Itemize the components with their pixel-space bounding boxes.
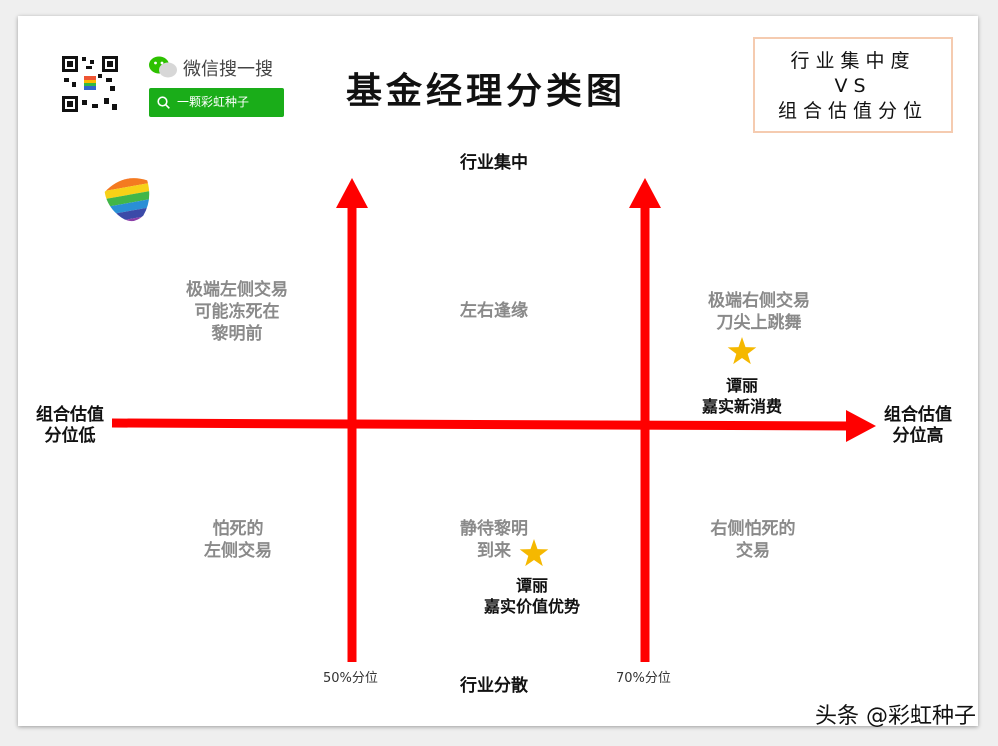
star-icon	[727, 337, 757, 365]
box-line-3: 组合估值分位	[777, 100, 928, 122]
quadrant-top-center: 左右逢缘	[444, 300, 544, 322]
quadrant-top-left: 极端左侧交易 可能冻死在 黎明前	[167, 279, 307, 345]
quad-bc-line-2: 到来	[477, 541, 511, 561]
manager-label-bottom-center: 谭丽 嘉实价值优势	[472, 575, 592, 617]
quadrant-top-right: 极端右侧交易 刀尖上跳舞	[689, 290, 829, 334]
quad-tr-line-1: 极端右侧交易	[708, 291, 810, 311]
wechat-search-box[interactable]: 一颗彩虹种子	[149, 88, 284, 117]
quad-tl-line-2: 可能冻死在	[194, 302, 280, 322]
quad-bc-line-1: 静待黎明	[460, 519, 528, 539]
y-axis-50-arrowhead	[336, 178, 368, 208]
watermark-text: 头条 @彩虹种子	[815, 704, 976, 729]
x-axis-left-label: 组合估值 分位低	[28, 405, 112, 447]
mgr-bc-name: 谭丽	[515, 576, 548, 595]
x-axis-arrowhead	[846, 410, 876, 442]
quad-tl-line-3: 黎明前	[211, 324, 263, 344]
mgr-bc-fund: 嘉实价值优势	[483, 597, 580, 616]
y-axis-bottom-label: 行业分散	[460, 676, 528, 696]
x-right-line-1: 组合估值	[884, 405, 952, 425]
qr-code-icon	[60, 54, 120, 114]
quad-tc-line-1: 左右逢缘	[460, 301, 528, 321]
box-line-2: VS	[834, 75, 872, 97]
tick-70-label: 70%分位	[616, 671, 671, 686]
mgr-tr-fund: 嘉实新消费	[701, 397, 782, 416]
mgr-tr-name: 谭丽	[725, 376, 758, 395]
quad-br-line-2: 交易	[736, 541, 770, 561]
x-axis-right-label: 组合估值 分位高	[876, 405, 960, 447]
wechat-search-label: 微信搜一搜	[183, 59, 273, 80]
y-axis-70-arrowhead	[629, 178, 661, 208]
search-icon	[157, 96, 170, 109]
quadrant-bottom-right: 右侧怕死的 交易	[693, 518, 813, 562]
rainbow-acorn-logo-icon	[103, 175, 155, 226]
quadrant-bottom-center: 静待黎明 到来	[444, 518, 544, 562]
x-axis-line	[111, 418, 851, 431]
wechat-logo-icon	[149, 56, 177, 78]
diagram-card	[18, 16, 978, 726]
quad-tl-line-1: 极端左侧交易	[186, 280, 288, 300]
quadrant-bottom-left: 怕死的 左侧交易	[178, 518, 298, 562]
tick-50-label: 50%分位	[323, 671, 378, 686]
axes-description-box: 行业集中度 VS 组合估值分位	[753, 37, 953, 133]
x-left-line-2: 分位低	[44, 426, 96, 446]
x-right-line-2: 分位高	[892, 426, 944, 446]
quad-bl-line-1: 怕死的	[212, 519, 264, 539]
quad-tr-line-2: 刀尖上跳舞	[716, 313, 802, 333]
quad-bl-line-2: 左侧交易	[204, 541, 272, 561]
box-line-1: 行业集中度	[790, 50, 916, 72]
page-title: 基金经理分类图	[346, 71, 627, 112]
manager-label-top-right: 谭丽 嘉实新消费	[682, 375, 802, 417]
star-icon	[519, 539, 549, 567]
y-axis-top-label: 行业集中	[460, 153, 528, 173]
x-left-line-1: 组合估值	[36, 405, 104, 425]
quad-br-line-1: 右侧怕死的	[710, 519, 796, 539]
search-query: 一颗彩虹种子	[177, 95, 250, 109]
